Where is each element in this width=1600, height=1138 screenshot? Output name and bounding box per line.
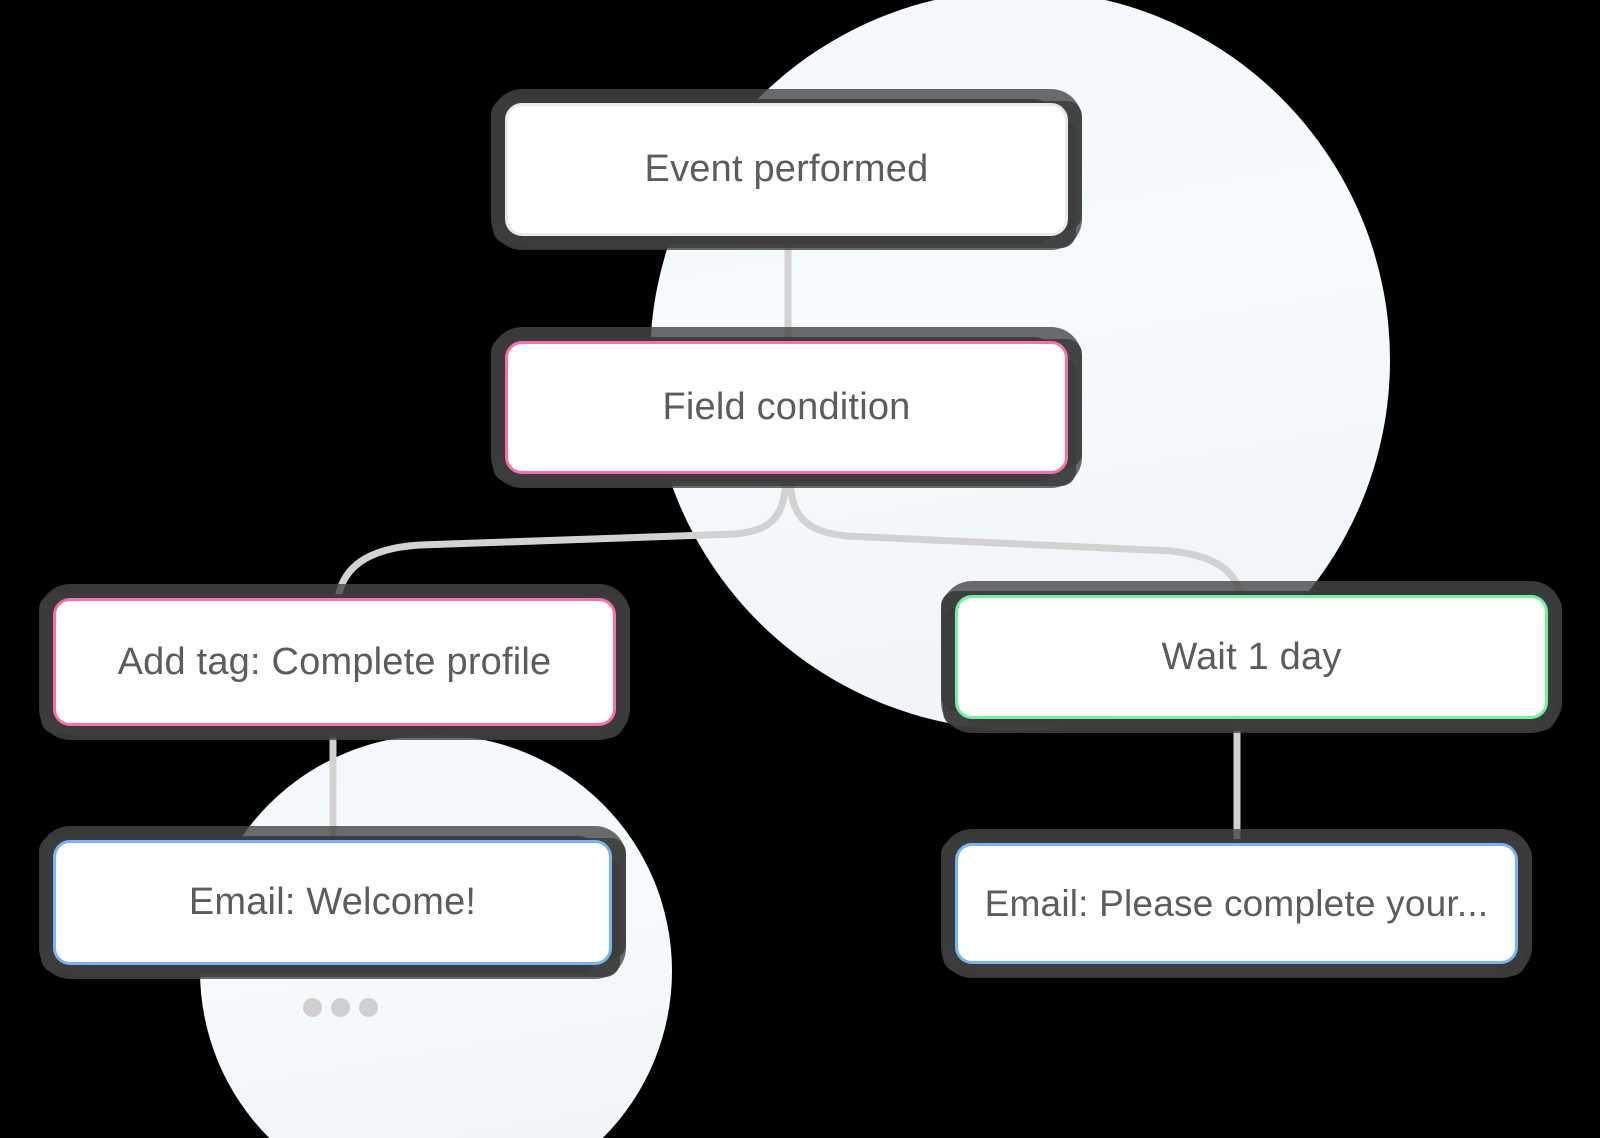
node-label: Add tag: Complete profile [117, 640, 552, 683]
edge-condition-to-addtag [334, 470, 790, 604]
node-label: Email: Welcome! [188, 881, 477, 923]
ellipsis-icon[interactable] [303, 998, 378, 1017]
workflow-node-email-welcome[interactable]: Email: Welcome! [53, 840, 612, 965]
node-label: Event performed [644, 148, 929, 190]
node-label: Email: Please complete your... [984, 882, 1489, 924]
workflow-node-email-complete-profile[interactable]: Email: Please complete your... [955, 843, 1518, 964]
edge-condition-to-wait [786, 470, 1244, 602]
node-label: Field condition [662, 386, 911, 428]
workflow-node-event-performed[interactable]: Event performed [505, 103, 1068, 236]
workflow-node-add-tag[interactable]: Add tag: Complete profile [53, 598, 616, 726]
workflow-node-wait[interactable]: Wait 1 day [955, 595, 1548, 719]
ellipsis-dot [303, 998, 322, 1017]
workflow-node-field-condition[interactable]: Field condition [505, 341, 1068, 474]
node-label: Wait 1 day [1161, 635, 1342, 678]
ellipsis-dot [331, 998, 350, 1017]
ellipsis-dot [359, 998, 378, 1017]
